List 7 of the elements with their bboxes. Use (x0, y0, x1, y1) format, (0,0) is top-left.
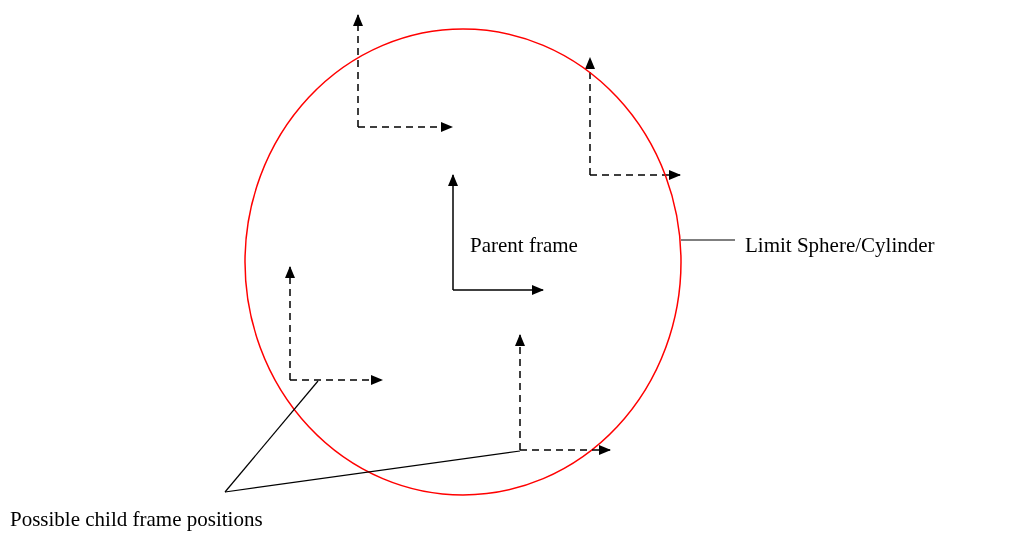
frame-label: Parent frame (470, 234, 578, 258)
limit-circle (244, 28, 682, 496)
child-frame-label: Possible child frame positions (10, 508, 263, 532)
leader-line (224, 450, 521, 493)
leader-line (680, 239, 736, 241)
leader-line (224, 380, 319, 493)
limit-label: Limit Sphere/Cylinder (745, 234, 935, 258)
